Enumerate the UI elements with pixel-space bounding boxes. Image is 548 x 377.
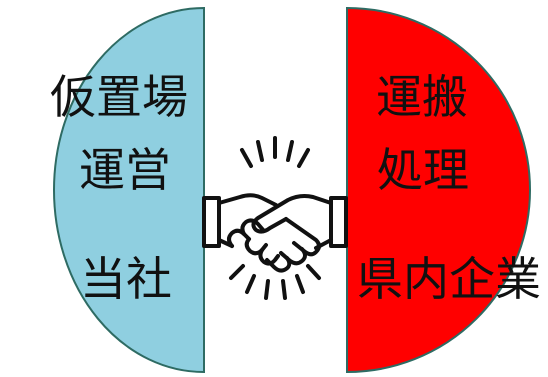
right-half-circle — [346, 6, 531, 374]
left-half-circle — [53, 6, 205, 374]
right-label-line3: 県内企業 — [357, 252, 541, 306]
left-label-line2: 運営 — [79, 143, 171, 197]
left-label-line1: 仮置場 — [50, 70, 188, 124]
right-label-line2: 処理 — [377, 143, 469, 197]
left-label-line3: 当社 — [80, 252, 172, 306]
right-label-line1: 運搬 — [376, 70, 468, 124]
handshake-icon — [202, 136, 348, 300]
